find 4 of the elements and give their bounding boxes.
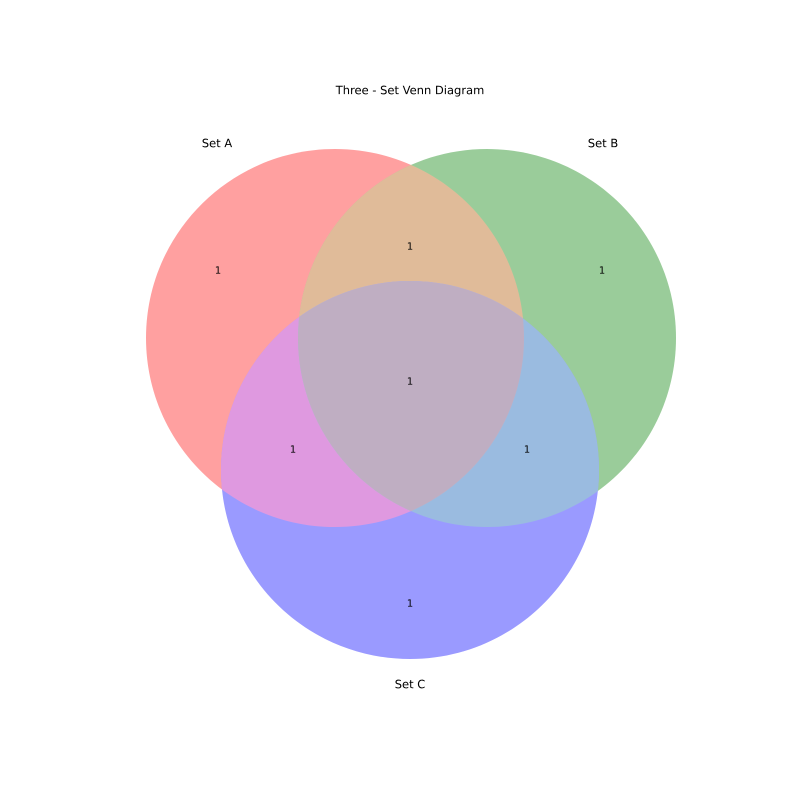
set-label: Set A (202, 138, 232, 148)
set-label: Set C (395, 680, 425, 688)
chart-title: Three - Set Venn Diagram (336, 85, 484, 97)
set-label: Set B (588, 138, 618, 148)
